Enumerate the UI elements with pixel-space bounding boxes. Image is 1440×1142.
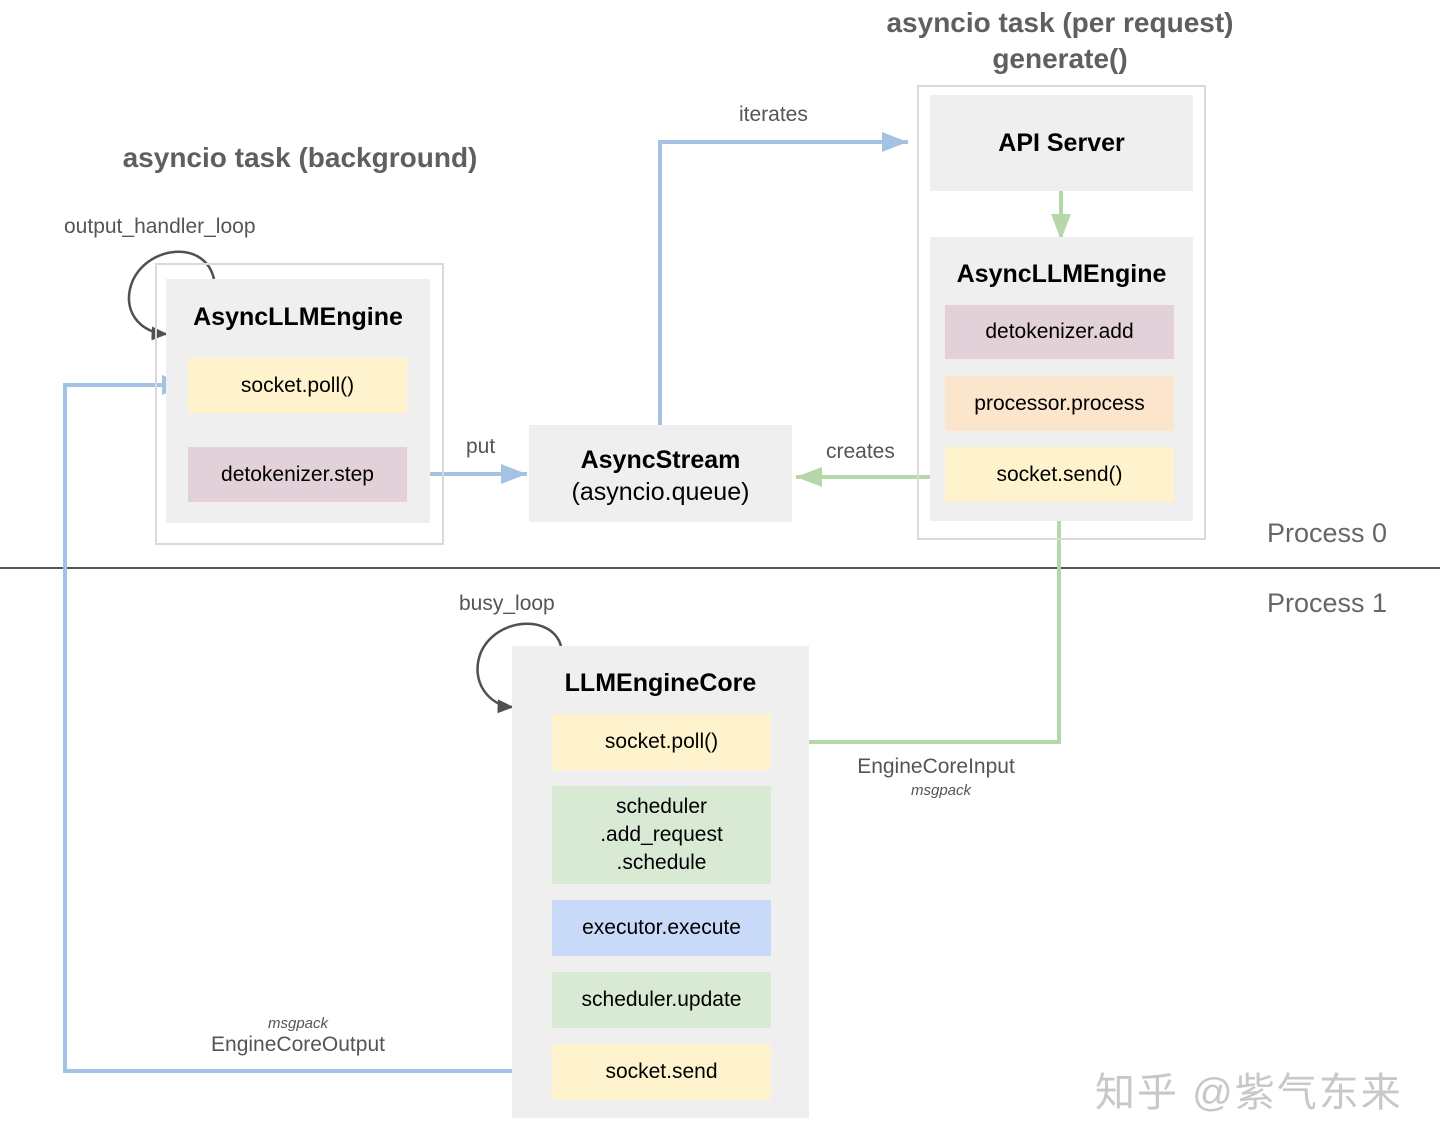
background-task-frame <box>155 263 444 545</box>
engine-core-input-format: msgpack <box>910 782 972 799</box>
core-socket-poll: socket.poll() <box>552 714 771 770</box>
engine-core-output-label: EngineCoreOutput <box>211 1033 385 1056</box>
async-stream-box <box>529 425 792 522</box>
left-detokenizer-step: detokenizer.step <box>188 447 407 502</box>
engine-core-output-arrow <box>63 375 552 1073</box>
engine-core-input-label: EngineCoreInput <box>857 755 1015 778</box>
busy-loop-label: busy_loop <box>459 592 555 615</box>
process-1-label: Process 1 <box>1267 588 1388 618</box>
left-socket-poll: socket.poll() <box>188 358 407 413</box>
core-title: LLMEngineCore <box>564 668 757 697</box>
right-detokenizer-add: detokenizer.add <box>945 305 1174 359</box>
engine-core-input-arrow <box>773 503 1061 752</box>
core-executor-execute: executor.execute <box>552 900 771 956</box>
api-server-title: API Server <box>998 128 1125 157</box>
iterates-label: iterates <box>739 103 808 126</box>
api-server-box <box>930 95 1193 191</box>
request-task-heading: asyncio task (per request) <box>886 7 1234 38</box>
right-engine-title: AsyncLLMEngine <box>956 259 1167 288</box>
core-scheduler-update: scheduler.update <box>552 972 771 1028</box>
output-handler-loop-arrow <box>127 250 216 341</box>
core-socket-send: socket.send <box>552 1044 771 1100</box>
busy-loop-arrow <box>476 622 563 714</box>
generate-heading: generate() <box>992 43 1128 74</box>
right-socket-send: socket.send() <box>945 447 1174 502</box>
async-stream-subtitle: (asyncio.queue) <box>571 478 750 506</box>
async-stream-title: AsyncStream <box>580 445 741 474</box>
output-handler-loop-label: output_handler_loop <box>64 215 256 238</box>
creates-label: creates <box>826 440 895 463</box>
iterates-arrow <box>658 132 908 425</box>
right-processor-process: processor.process <box>945 376 1174 431</box>
put-label: put <box>466 435 496 458</box>
request-task-frame <box>917 85 1206 540</box>
background-task-heading: asyncio task (background) <box>122 142 478 173</box>
process-0-label: Process 0 <box>1267 518 1388 548</box>
left-engine-title: AsyncLLMEngine <box>193 302 403 331</box>
core-scheduler-schedule: scheduler .add_request .schedule <box>552 786 771 884</box>
engine-core-output-format: msgpack <box>267 1015 329 1032</box>
watermark: 知乎 @紫气东来 <box>1095 1071 1403 1115</box>
